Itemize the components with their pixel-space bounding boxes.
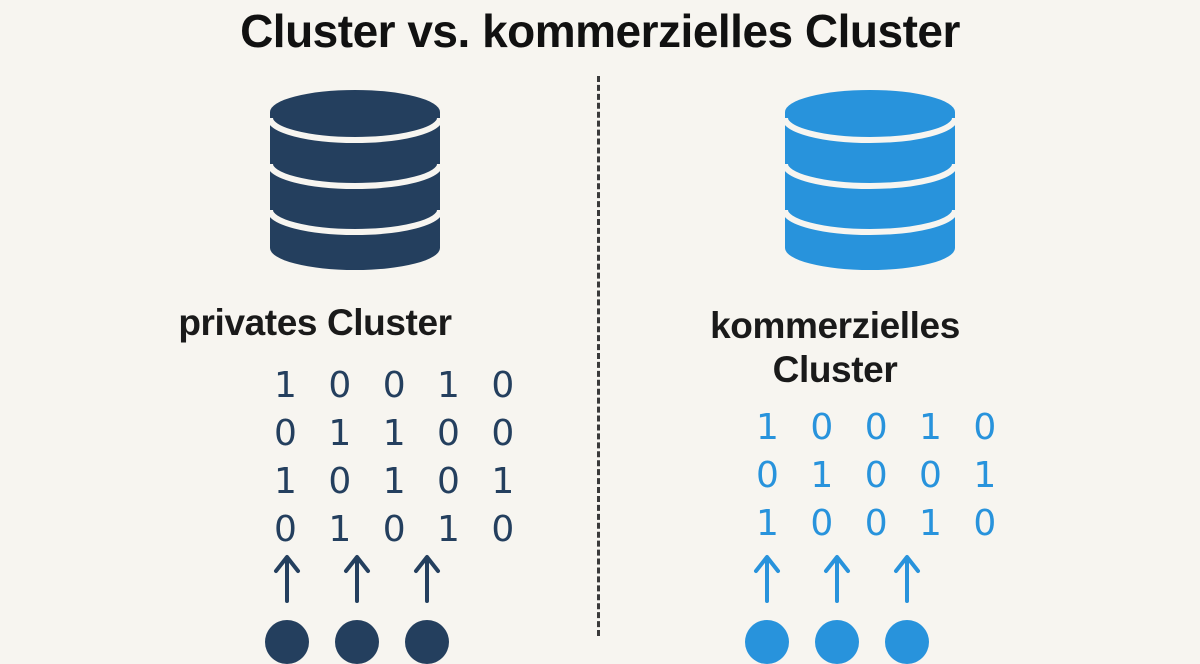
binary-row: 1 0 1 0 1: [274, 461, 525, 502]
binary-row: 1 0 0 1 0: [756, 407, 1007, 448]
commercial-cluster-label: kommerzielles Cluster: [710, 305, 960, 390]
arrow-up-icon: [414, 555, 440, 603]
private-cluster-label: privates Cluster: [178, 302, 452, 343]
database-icon: [270, 90, 440, 270]
binary-row: 0 1 0 0 1: [756, 455, 1007, 496]
commercial-binary-data: 1 0 0 1 0 0 1 0 0 1 1 0 0 1 0: [756, 404, 1006, 548]
arrow-up-icon: [754, 555, 780, 603]
node-circle: [885, 620, 929, 664]
arrow-up-icon: [894, 555, 920, 603]
private-binary-data: 1 0 0 1 0 0 1 1 0 0 1 0 1 0 1 0 1 0 1 0: [274, 362, 524, 554]
binary-row: 0 1 1 0 0: [274, 413, 525, 454]
private-cluster-panel: privates Cluster 1 0 0 1 0 0 1 1 0 0 1 0…: [60, 0, 650, 664]
binary-row: 1 0 0 1 0: [274, 365, 525, 406]
arrow-up-icon: [274, 555, 300, 603]
node-circle: [405, 620, 449, 664]
commercial-cluster-panel: kommerzielles Cluster 1 0 0 1 0 0 1 0 0 …: [600, 0, 1200, 664]
binary-row: 1 0 0 1 0: [756, 503, 1007, 544]
arrow-up-icon: [824, 555, 850, 603]
diagram-title: Cluster vs. kommerzielles Cluster: [240, 5, 960, 57]
database-icon: [785, 90, 955, 270]
arrow-up-icon: [344, 555, 370, 603]
dashed-divider: [597, 76, 600, 636]
node-circle: [745, 620, 789, 664]
node-circle: [335, 620, 379, 664]
node-circle: [815, 620, 859, 664]
node-circle: [265, 620, 309, 664]
binary-row: 0 1 0 1 0: [274, 509, 525, 550]
